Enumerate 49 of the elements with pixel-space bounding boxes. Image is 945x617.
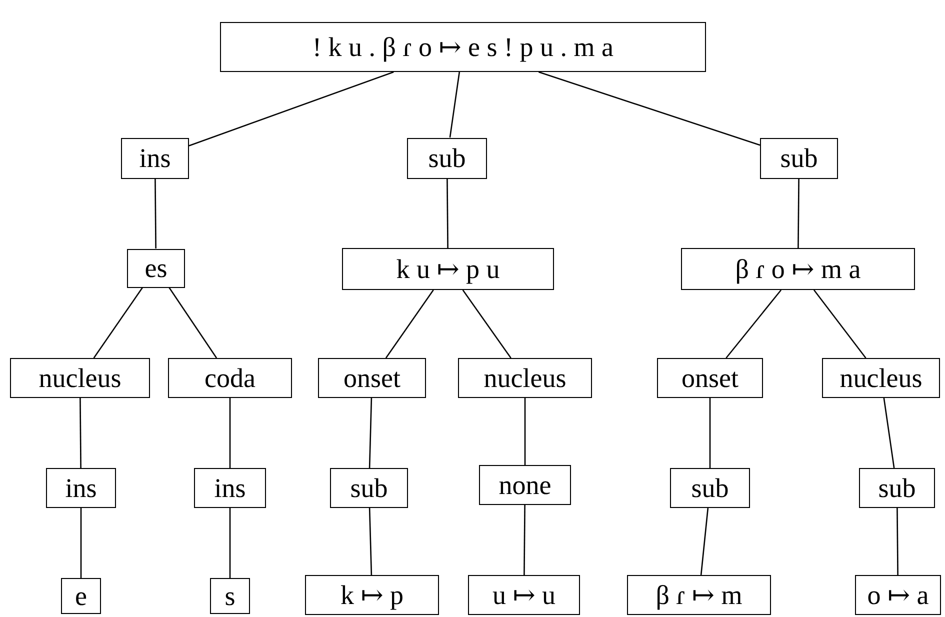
tree-node-box: k u ↦ p u	[342, 248, 554, 290]
connector-line	[93, 287, 144, 358]
connector-line	[538, 71, 760, 146]
tree-node-box: s	[210, 578, 250, 614]
tree-node-box: sub	[407, 138, 487, 178]
tree-node-box: es	[127, 248, 185, 288]
connector-line	[188, 71, 394, 146]
connector-line	[168, 287, 218, 358]
tree-node-box: none	[479, 465, 571, 505]
connector-line	[709, 398, 711, 468]
connector-line	[368, 398, 372, 468]
connector-line	[813, 290, 866, 358]
tree-node-box: nucleus	[10, 358, 150, 398]
tree-node-box: o ↦ a	[855, 575, 941, 615]
connector-line	[368, 508, 372, 576]
tree-node-box: nucleus	[822, 358, 940, 398]
tree-node-box: k ↦ p	[305, 575, 439, 615]
tree-node-box: ins	[194, 468, 266, 508]
connector-line	[896, 508, 898, 575]
connector-line	[726, 290, 782, 358]
tree-node-box: onset	[318, 358, 426, 398]
connector-line	[446, 178, 448, 248]
tree-node-box: sub	[760, 138, 838, 178]
connector-line	[229, 398, 231, 468]
tree-node-box: β ɾ o ↦ m a	[681, 248, 915, 290]
tree-node-box: β ɾ ↦ m	[627, 575, 771, 615]
connector-line	[524, 398, 526, 465]
tree-node-box: sub	[859, 468, 935, 508]
tree-node-box: ins	[121, 138, 189, 178]
connector-line	[449, 72, 460, 138]
tree-node-box: nucleus	[458, 358, 592, 398]
connector-line	[700, 508, 709, 576]
connector-line	[229, 508, 231, 578]
connector-line	[883, 398, 895, 468]
tree-node-box: onset	[657, 358, 763, 398]
tree-node-box: e	[61, 578, 101, 614]
connector-line	[462, 290, 512, 358]
tree-node-box: sub	[330, 468, 408, 508]
tree-node-box: u ↦ u	[468, 575, 580, 615]
tree-node-box: coda	[168, 358, 292, 398]
tree-node-box: ! k u . β ɾ o ↦ e s ! p u . m a	[220, 22, 706, 72]
tree-node-box: ins	[46, 468, 116, 508]
connector-line	[385, 290, 434, 358]
connector-line	[798, 178, 800, 248]
connector-line	[80, 398, 82, 468]
connector-line	[524, 505, 526, 575]
connector-line	[80, 508, 82, 578]
tree-node-box: sub	[670, 468, 750, 508]
connector-line	[154, 178, 156, 248]
